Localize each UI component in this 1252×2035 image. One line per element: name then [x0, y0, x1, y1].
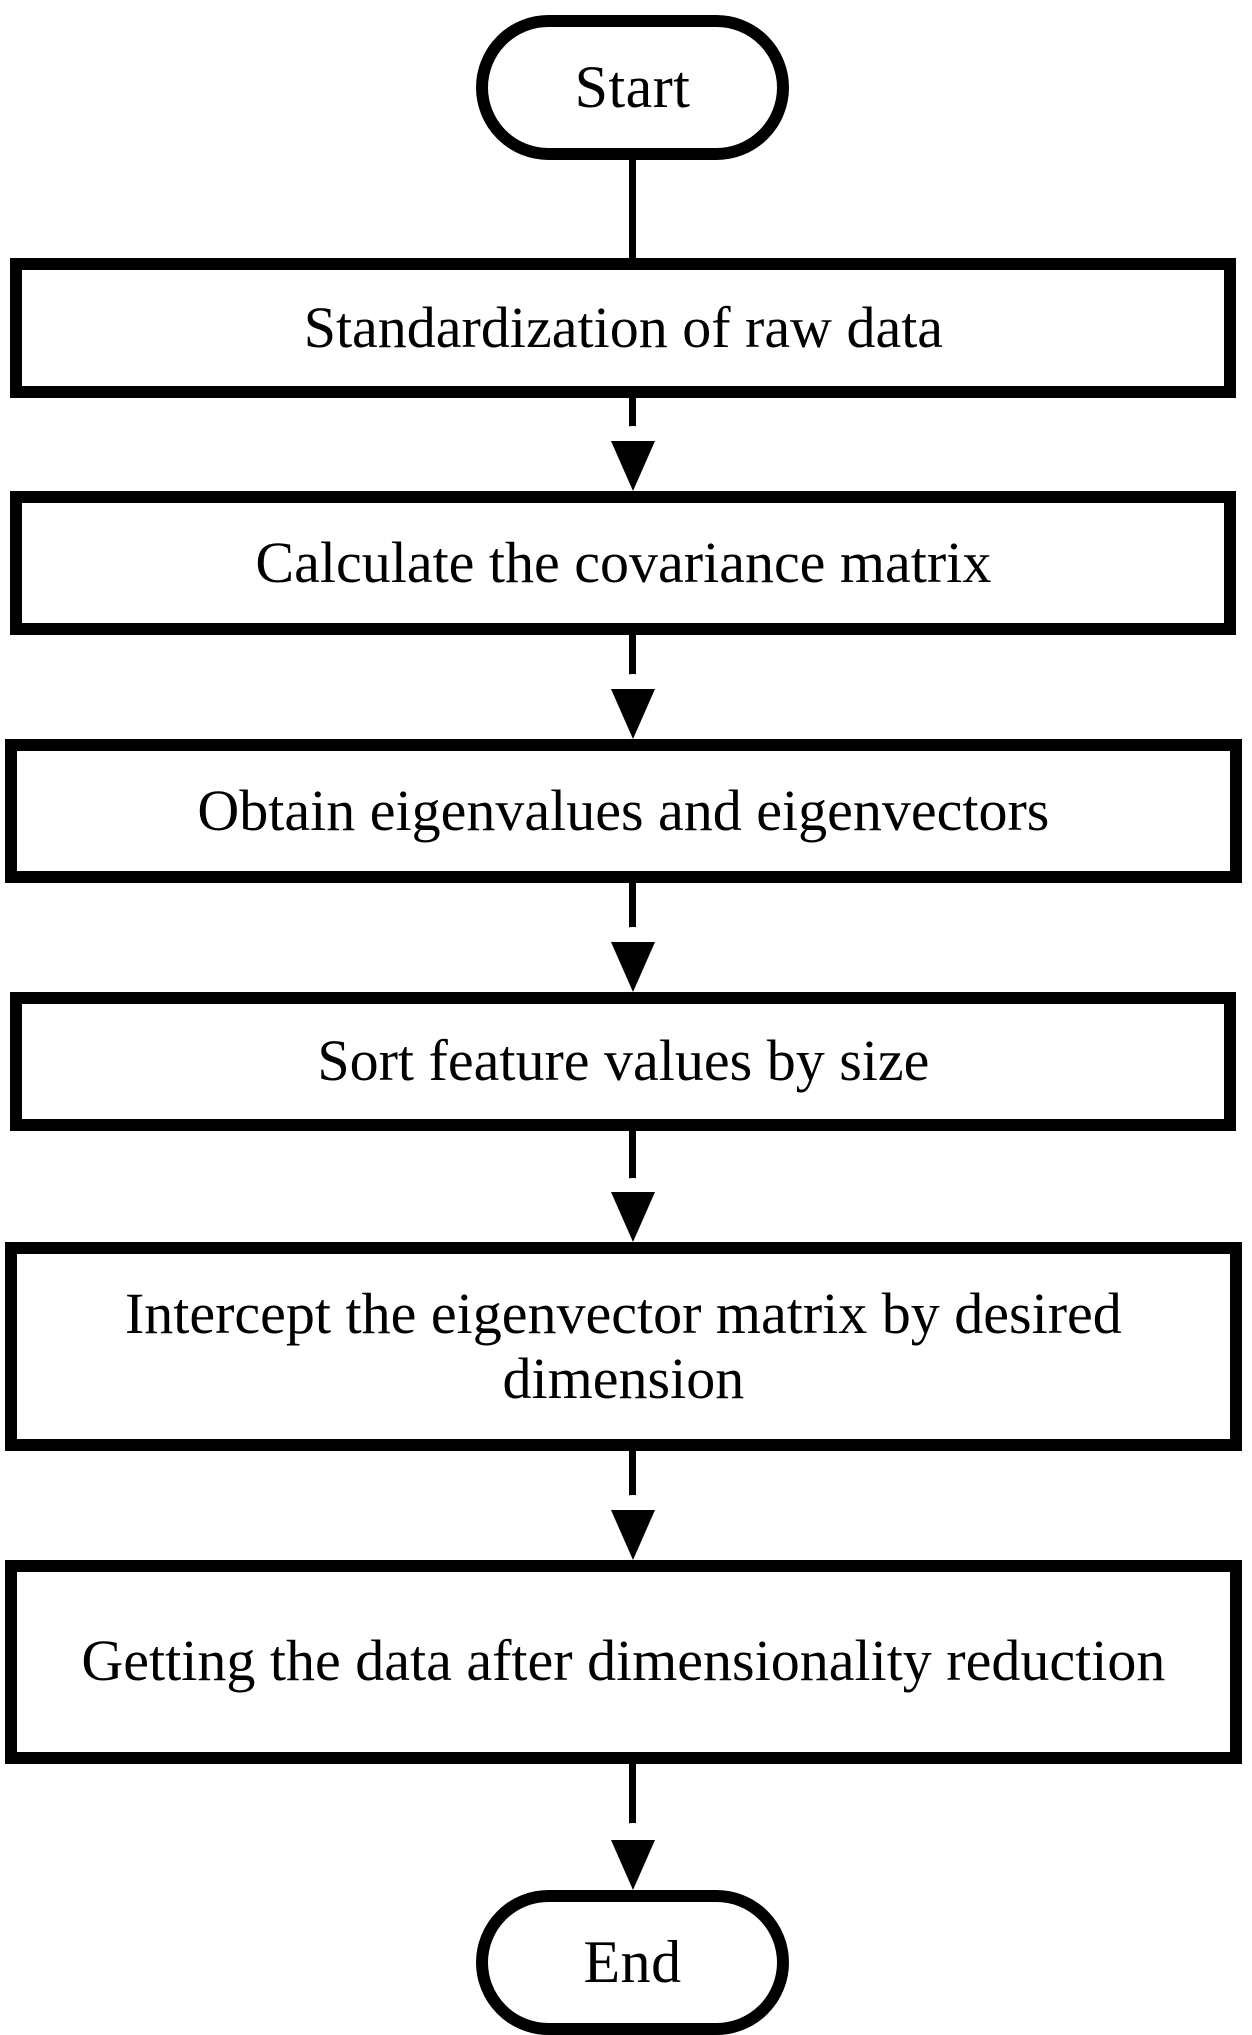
connector-shaft — [629, 1451, 637, 1511]
node-step5[interactable]: Intercept the eigenvector matrix by desi… — [5, 1242, 1242, 1452]
node-step2[interactable]: Calculate the covariance matrix — [10, 490, 1237, 636]
connector-notch — [610, 1495, 655, 1512]
connector-shaft — [629, 883, 637, 943]
node-start-label: Start — [574, 54, 691, 121]
arrowhead-icon — [610, 1192, 655, 1243]
node-step2-label: Calculate the covariance matrix — [255, 529, 992, 595]
connector-shaft — [629, 397, 637, 442]
node-step3-label: Obtain eigenvalues and eigenvectors — [197, 777, 1050, 843]
node-step6[interactable]: Getting the data after dimensionality re… — [5, 1559, 1242, 1764]
node-start[interactable]: Start — [476, 15, 790, 161]
connector-shaft — [629, 1763, 637, 1839]
node-step1-label: Standardization of raw data — [303, 294, 944, 360]
node-step3[interactable]: Obtain eigenvalues and eigenvectors — [5, 738, 1242, 884]
arrowhead-icon — [610, 1509, 655, 1560]
connector-notch — [610, 927, 655, 944]
connector-shaft — [629, 160, 637, 274]
node-step5-label: Intercept the eigenvector matrix by desi… — [124, 1280, 1122, 1411]
connector-shaft — [629, 635, 637, 690]
node-end-label: End — [583, 1929, 682, 1996]
arrowhead-icon — [610, 1840, 655, 1891]
connector-notch — [610, 1177, 655, 1194]
arrowhead-icon — [610, 688, 655, 739]
node-step4-label: Sort feature values by size — [317, 1028, 930, 1094]
connector-notch — [610, 426, 655, 443]
connector-notch — [610, 1823, 655, 1840]
connector-notch — [610, 674, 655, 691]
node-step6-label: Getting the data after dimensionality re… — [81, 1628, 1166, 1694]
arrowhead-icon — [610, 941, 655, 992]
node-step4[interactable]: Sort feature values by size — [10, 991, 1237, 1132]
node-step1[interactable]: Standardization of raw data — [10, 258, 1237, 398]
arrowhead-icon — [610, 440, 655, 491]
connector-shaft — [629, 1131, 637, 1194]
node-end[interactable]: End — [476, 1890, 790, 2035]
